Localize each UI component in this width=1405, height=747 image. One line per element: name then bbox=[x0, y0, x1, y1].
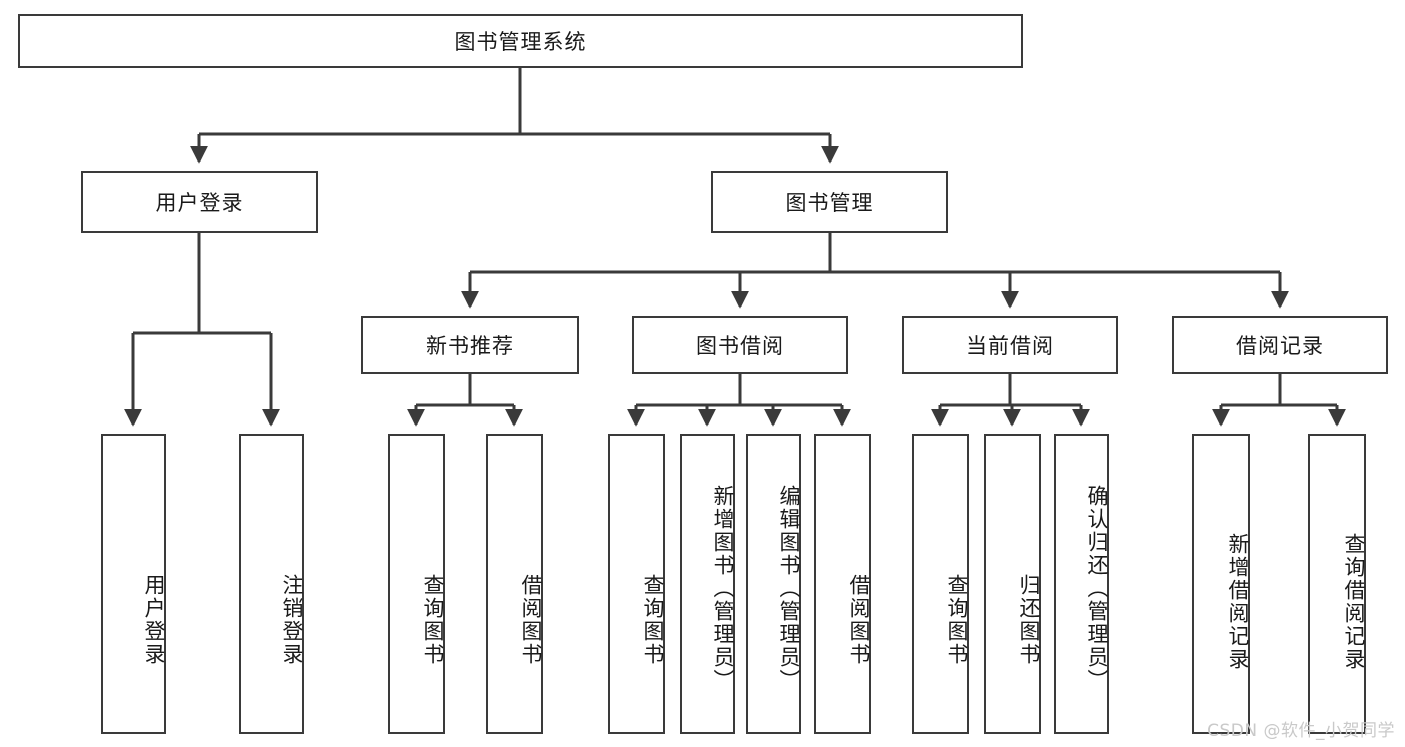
node-current-borrow-label: 当前借阅 bbox=[966, 334, 1054, 358]
node-leaf-confirm-return[interactable]: 确认归还（管理员） bbox=[1054, 434, 1109, 734]
node-book-borrow-label: 图书借阅 bbox=[696, 334, 784, 358]
node-leaf-query-book-2[interactable]: 查询图书 bbox=[608, 434, 665, 734]
node-leaf-user-logout[interactable]: 注销登录 bbox=[239, 434, 304, 734]
node-leaf-query-book-2-label: 查询图书 bbox=[641, 574, 665, 666]
node-current-borrow[interactable]: 当前借阅 bbox=[902, 316, 1118, 374]
node-leaf-query-book-1[interactable]: 查询图书 bbox=[388, 434, 445, 734]
node-leaf-query-book-1-label: 查询图书 bbox=[421, 574, 445, 666]
node-leaf-return-book[interactable]: 归还图书 bbox=[984, 434, 1041, 734]
node-leaf-user-logout-label: 注销登录 bbox=[280, 574, 304, 666]
node-leaf-confirm-return-label: 确认归还（管理员） bbox=[1085, 484, 1109, 692]
node-leaf-user-login[interactable]: 用户登录 bbox=[101, 434, 166, 734]
node-book-manage[interactable]: 图书管理 bbox=[711, 171, 948, 233]
node-leaf-add-book-label: 新增图书（管理员） bbox=[711, 484, 735, 692]
node-leaf-user-login-label: 用户登录 bbox=[142, 574, 166, 666]
node-leaf-add-record[interactable]: 新增借阅记录 bbox=[1192, 434, 1250, 734]
node-leaf-return-book-label: 归还图书 bbox=[1017, 574, 1041, 666]
node-leaf-edit-book[interactable]: 编辑图书（管理员） bbox=[746, 434, 801, 734]
node-leaf-add-book[interactable]: 新增图书（管理员） bbox=[680, 434, 735, 734]
node-user-login-label: 用户登录 bbox=[155, 191, 244, 215]
node-leaf-query-book-3-label: 查询图书 bbox=[945, 574, 969, 666]
node-book-borrow[interactable]: 图书借阅 bbox=[632, 316, 848, 374]
node-borrow-record[interactable]: 借阅记录 bbox=[1172, 316, 1388, 374]
node-leaf-add-record-label: 新增借阅记录 bbox=[1226, 533, 1250, 671]
node-leaf-borrow-book-1-label: 借阅图书 bbox=[519, 574, 543, 666]
node-leaf-query-book-3[interactable]: 查询图书 bbox=[912, 434, 969, 734]
node-leaf-borrow-book-2-label: 借阅图书 bbox=[847, 574, 871, 666]
node-leaf-borrow-book-1[interactable]: 借阅图书 bbox=[486, 434, 543, 734]
node-leaf-query-record-label: 查询借阅记录 bbox=[1342, 533, 1366, 671]
node-leaf-borrow-book-2[interactable]: 借阅图书 bbox=[814, 434, 871, 734]
watermark: CSDN @软件_小贺同学 bbox=[1207, 721, 1395, 741]
node-new-book-rec[interactable]: 新书推荐 bbox=[361, 316, 579, 374]
node-new-book-rec-label: 新书推荐 bbox=[426, 334, 514, 358]
node-user-login[interactable]: 用户登录 bbox=[81, 171, 318, 233]
node-leaf-query-record[interactable]: 查询借阅记录 bbox=[1308, 434, 1366, 734]
node-borrow-record-label: 借阅记录 bbox=[1236, 334, 1324, 358]
node-root-label: 图书管理系统 bbox=[454, 30, 587, 54]
node-root[interactable]: 图书管理系统 bbox=[18, 14, 1023, 68]
node-book-manage-label: 图书管理 bbox=[785, 191, 874, 215]
node-leaf-edit-book-label: 编辑图书（管理员） bbox=[777, 484, 801, 692]
